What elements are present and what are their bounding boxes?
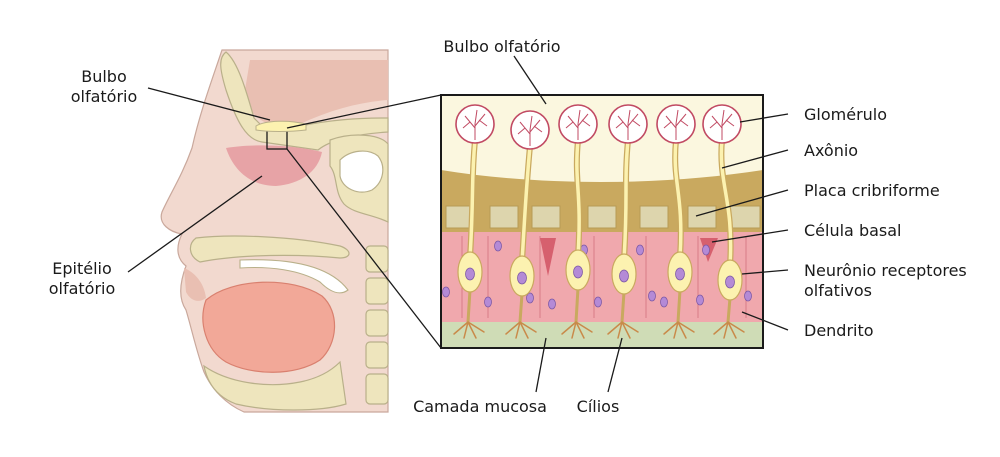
vertebrae bbox=[365, 245, 389, 405]
nasal-region bbox=[226, 145, 322, 186]
label-camada-mucosa: Camada mucosa bbox=[413, 397, 547, 416]
sinus-cavity bbox=[339, 150, 384, 193]
plate-blocks bbox=[445, 205, 761, 229]
label-bulbo-left-1: Bulbo bbox=[81, 67, 127, 86]
neuron bbox=[656, 104, 696, 339]
bulb-head bbox=[255, 120, 307, 132]
axon-core bbox=[673, 138, 683, 260]
neuron bbox=[607, 104, 648, 339]
glomerulus-branches bbox=[615, 109, 641, 140]
glomerulus-branches bbox=[565, 109, 591, 140]
dendrite bbox=[620, 291, 626, 323]
jaw-bone bbox=[203, 360, 347, 411]
label-placa: Placa cribriforme bbox=[804, 181, 940, 200]
label-cilios: Cílios bbox=[577, 397, 620, 416]
axon-core bbox=[520, 144, 532, 264]
axon-core bbox=[719, 138, 733, 268]
neuron-nucleus bbox=[675, 267, 685, 281]
supporting-nuclei bbox=[442, 240, 752, 310]
palate-bone bbox=[189, 235, 350, 263]
axon-core bbox=[622, 138, 630, 262]
axon-core bbox=[468, 138, 477, 260]
cilia bbox=[607, 321, 639, 339]
neuron-nucleus bbox=[619, 269, 629, 283]
label-epitelio-1: Epitélio bbox=[52, 259, 112, 278]
neuron bbox=[453, 104, 495, 339]
dendrite bbox=[574, 287, 580, 323]
tongue bbox=[202, 281, 336, 373]
label-bulbo-top: Bulbo olfatório bbox=[443, 37, 560, 56]
label-glomerulo: Glomérulo bbox=[804, 105, 887, 124]
leader-lines bbox=[127, 55, 789, 393]
label-neuronio-1: Neurônio receptores bbox=[804, 261, 967, 280]
neuron bbox=[558, 104, 598, 339]
dendrite bbox=[726, 297, 732, 323]
neurons bbox=[453, 104, 745, 339]
neuron bbox=[702, 104, 745, 339]
neuron-nucleus bbox=[725, 275, 735, 289]
label-bulbo-left-2: olfatório bbox=[71, 87, 138, 106]
glomerulus-branches bbox=[517, 115, 543, 146]
cilia bbox=[561, 321, 593, 339]
label-celula-basal: Célula basal bbox=[804, 221, 901, 240]
neuron-nucleus bbox=[573, 265, 583, 279]
detail-panel bbox=[440, 94, 764, 349]
dendrite bbox=[518, 293, 524, 323]
label-neuronio-2: olfativos bbox=[804, 281, 872, 300]
inner-tissue bbox=[244, 60, 388, 127]
axon-core bbox=[575, 138, 581, 258]
label-axonio: Axônio bbox=[804, 141, 858, 160]
cilia bbox=[713, 321, 745, 339]
head-cross-section bbox=[160, 49, 389, 413]
labels: Bulbo olfatório Epitélio olfatório Bulbo… bbox=[49, 37, 967, 416]
label-dendrito: Dendrito bbox=[804, 321, 874, 340]
cilia bbox=[453, 321, 485, 339]
dendrite bbox=[466, 289, 472, 323]
neuron-nucleus bbox=[465, 267, 475, 281]
neuron bbox=[505, 110, 550, 339]
cilia bbox=[505, 321, 537, 339]
zoom-lines bbox=[286, 94, 442, 349]
detail-frame bbox=[440, 94, 764, 349]
glomerulus-branches bbox=[709, 109, 735, 140]
soft-palate bbox=[239, 259, 349, 294]
glomerulus-branches bbox=[462, 109, 488, 140]
dendrite bbox=[676, 289, 682, 323]
neuron-nucleus bbox=[517, 271, 527, 285]
label-epitelio-2: olfatório bbox=[49, 279, 116, 298]
mucus-layer bbox=[441, 322, 763, 348]
glomerulus-branches bbox=[663, 109, 689, 140]
cilia bbox=[663, 321, 695, 339]
lips bbox=[184, 268, 206, 301]
